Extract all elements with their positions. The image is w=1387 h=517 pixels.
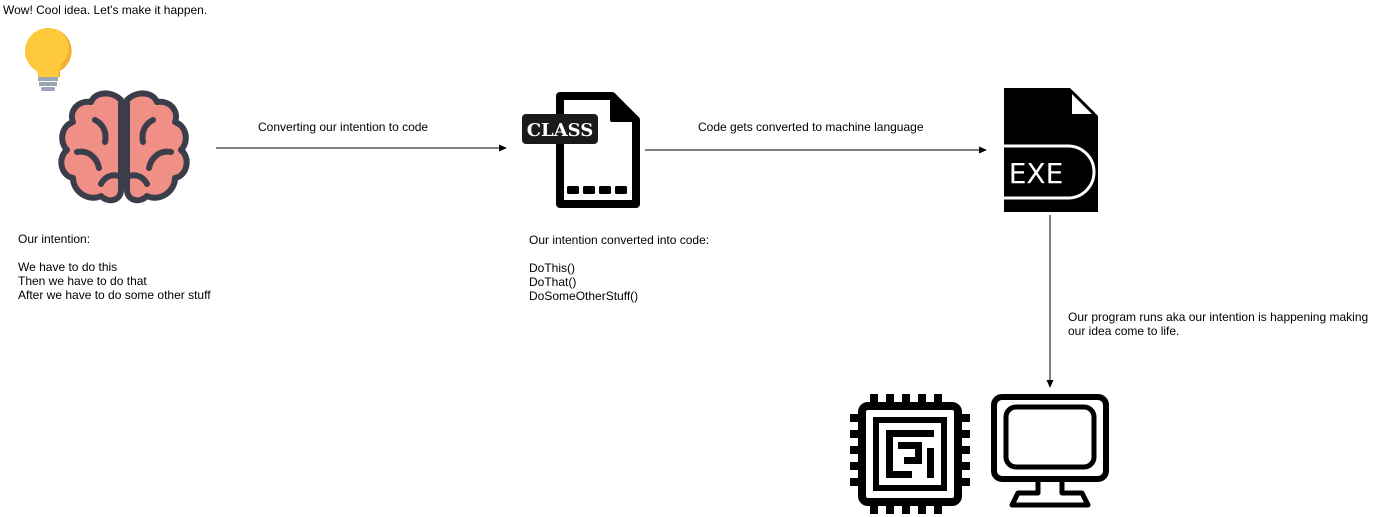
code-line: DoThis() [529, 261, 576, 275]
lightbulb-icon [25, 27, 72, 91]
brain-icon [58, 90, 190, 204]
intention-line: We have to do this [18, 260, 118, 274]
code-line: DoSomeOtherStuff() [529, 289, 639, 303]
code-title: Our intention converted into code: [529, 233, 710, 247]
intention-description: Our intention: We have to do this Then w… [18, 232, 211, 302]
edge-label-to-code: Converting our intention to code [258, 120, 429, 134]
monitor-icon [991, 394, 1109, 508]
intention-title: Our intention: [18, 232, 91, 246]
class-badge-text: CLASS [527, 120, 594, 141]
intention-line: After we have to do some other stuff [18, 288, 211, 302]
cpu-chip-icon [850, 394, 970, 514]
code-description: Our intention converted into code: DoThi… [529, 233, 709, 303]
intention-line: Then we have to do that [18, 274, 147, 288]
class-file-icon: CLASS [522, 92, 640, 208]
edge-label-to-machine: Code gets converted to machine language [698, 120, 924, 134]
code-line: DoThat() [529, 275, 577, 289]
idea-caption: Wow! Cool idea. Let's make it happen. [3, 3, 208, 17]
edge-label-runs: Our program runs aka our intention is ha… [1068, 310, 1369, 338]
exe-badge-text: EXE [1009, 157, 1064, 190]
exe-file-icon: EXE [1004, 88, 1098, 212]
